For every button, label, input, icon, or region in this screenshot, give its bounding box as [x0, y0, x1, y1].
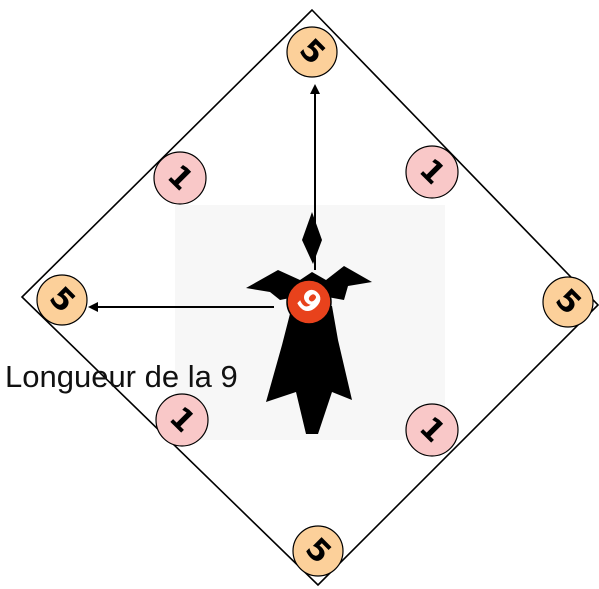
corner-circle-bottom: 5 [292, 525, 344, 577]
inner-circle-bottom-left: 1 [155, 393, 209, 447]
inner-circle-top-right: 1 [405, 145, 459, 199]
diamond-outline [20, 8, 599, 587]
inner-circle-top-left: 1 [153, 151, 207, 205]
corner-circle-right: 5 [542, 276, 594, 328]
inner-circle-bottom-right: 1 [405, 403, 459, 457]
caption-text: Longueur de la 9 [5, 359, 238, 394]
center-circle: 9 [286, 279, 332, 325]
corner-circle-top: 5 [286, 26, 338, 78]
corner-circle-left: 5 [36, 274, 88, 326]
